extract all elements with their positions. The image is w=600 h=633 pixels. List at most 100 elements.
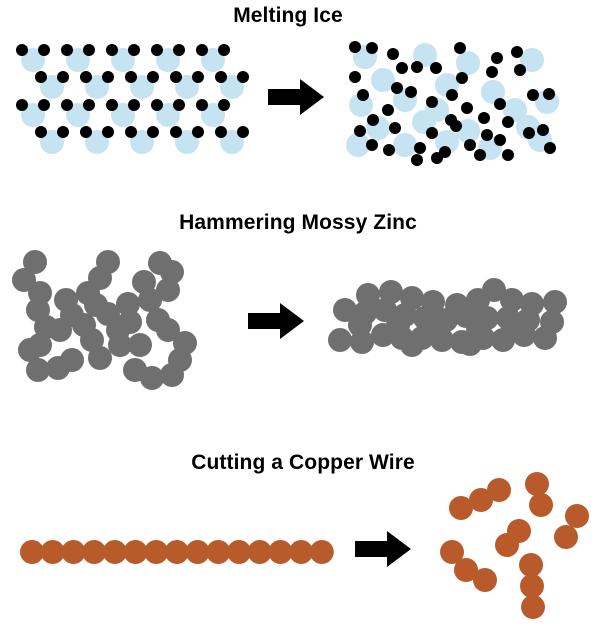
hydrogen-atom bbox=[215, 71, 227, 83]
hydrogen-atom bbox=[215, 126, 227, 138]
hydrogen-atom bbox=[349, 71, 361, 83]
ice-molecule bbox=[111, 48, 135, 72]
hydrogen-atom bbox=[61, 44, 73, 56]
ice-molecule bbox=[21, 48, 45, 72]
zinc-atom bbox=[118, 310, 142, 334]
water-molecule bbox=[371, 68, 395, 92]
water-molecule bbox=[393, 133, 417, 157]
arrow-shape bbox=[268, 79, 324, 115]
zinc-atom bbox=[108, 333, 132, 357]
zinc-atom bbox=[128, 333, 152, 357]
copper-atom bbox=[185, 540, 210, 564]
hydrogen-atom bbox=[537, 124, 549, 136]
hydrogen-atom bbox=[16, 99, 28, 111]
hydrogen-atom bbox=[426, 127, 438, 139]
hydrogen-atom bbox=[38, 99, 50, 111]
zinc-atom bbox=[132, 270, 156, 294]
zinc-atom bbox=[458, 332, 482, 356]
hydrogen-atom bbox=[38, 44, 50, 56]
hydrogen-atom bbox=[405, 86, 417, 98]
hydrogen-atom bbox=[464, 139, 476, 151]
hydrogen-atom bbox=[426, 96, 438, 108]
zinc-atom bbox=[156, 278, 180, 302]
copper-atom bbox=[144, 540, 169, 564]
zinc-atom bbox=[12, 268, 36, 292]
water-molecule bbox=[520, 48, 544, 72]
hydrogen-atom bbox=[57, 71, 69, 83]
ice-molecule bbox=[40, 75, 64, 99]
zinc-atom bbox=[356, 283, 380, 307]
zinc-atom bbox=[348, 313, 372, 337]
ice-molecule bbox=[66, 103, 90, 127]
zinc-atom bbox=[500, 288, 524, 312]
water-molecule bbox=[456, 51, 480, 75]
hydrogen-atom bbox=[80, 126, 92, 138]
copper-atom bbox=[289, 540, 314, 564]
panel-title-cutting-copper: Cutting a Copper Wire bbox=[191, 451, 415, 474]
hydrogen-atom bbox=[543, 88, 555, 100]
hydrogen-atom bbox=[450, 120, 462, 132]
copper-atom bbox=[82, 540, 107, 564]
mossy-zinc-before bbox=[12, 250, 197, 390]
hydrogen-atom bbox=[349, 41, 361, 53]
hydrogen-atom bbox=[411, 154, 423, 166]
hydrogen-atom bbox=[57, 126, 69, 138]
hydrogen-atom bbox=[192, 71, 204, 83]
zinc-atom bbox=[96, 302, 120, 326]
zinc-atom bbox=[328, 328, 352, 352]
right-arrow-icon bbox=[248, 303, 304, 339]
ice-molecule bbox=[40, 130, 64, 154]
ice-molecule bbox=[175, 75, 199, 99]
hydrogen-atom bbox=[170, 126, 182, 138]
zinc-atom bbox=[400, 333, 424, 357]
hydrogen-atom bbox=[173, 44, 185, 56]
ice-molecule bbox=[130, 75, 154, 99]
hydrogen-atom bbox=[523, 127, 535, 139]
hydrogen-atom bbox=[389, 122, 401, 134]
hydrogen-atom bbox=[237, 126, 249, 138]
zinc-atom bbox=[60, 348, 84, 372]
ice-molecule bbox=[111, 103, 135, 127]
copper-atom bbox=[206, 540, 231, 564]
hydrogen-atom bbox=[456, 72, 468, 84]
hydrogen-atom bbox=[414, 142, 426, 154]
hydrogen-atom bbox=[446, 89, 458, 101]
copper-atom bbox=[102, 540, 127, 564]
copper-atom bbox=[454, 558, 478, 582]
hydrogen-atom bbox=[431, 152, 443, 164]
ice-molecule bbox=[66, 48, 90, 72]
zinc-atom bbox=[88, 346, 112, 370]
zinc-atom bbox=[116, 292, 140, 316]
hydrogen-atom bbox=[544, 142, 556, 154]
copper-wire-cut-pieces bbox=[440, 472, 589, 619]
copper-atom bbox=[520, 574, 544, 598]
hydrogen-atom bbox=[102, 71, 114, 83]
hammered-zinc-after bbox=[328, 278, 567, 357]
ice-molecule bbox=[220, 130, 244, 154]
water-molecule bbox=[503, 98, 527, 122]
ice-molecule bbox=[85, 75, 109, 99]
hydrogen-atom bbox=[218, 99, 230, 111]
ice-molecule bbox=[156, 103, 180, 127]
copper-atom bbox=[309, 540, 334, 564]
ice-molecule bbox=[85, 130, 109, 154]
zinc-atom bbox=[18, 338, 42, 362]
hydrogen-atom bbox=[128, 44, 140, 56]
copper-atom bbox=[20, 540, 44, 564]
hydrogen-atom bbox=[102, 126, 114, 138]
hydrogen-atom bbox=[35, 71, 47, 83]
hydrogen-atom bbox=[147, 71, 159, 83]
copper-atom bbox=[554, 525, 578, 549]
hydrogen-atom bbox=[237, 71, 249, 83]
copper-atom bbox=[525, 472, 549, 496]
hydrogen-atom bbox=[35, 126, 47, 138]
zinc-atom bbox=[386, 313, 410, 337]
zinc-atom bbox=[491, 328, 515, 352]
hydrogen-atom bbox=[80, 71, 92, 83]
hydrogen-atom bbox=[502, 149, 514, 161]
water-molecule bbox=[413, 43, 437, 67]
ice-molecule bbox=[220, 75, 244, 99]
copper-atom bbox=[519, 553, 543, 577]
hydrogen-atom bbox=[514, 64, 526, 76]
